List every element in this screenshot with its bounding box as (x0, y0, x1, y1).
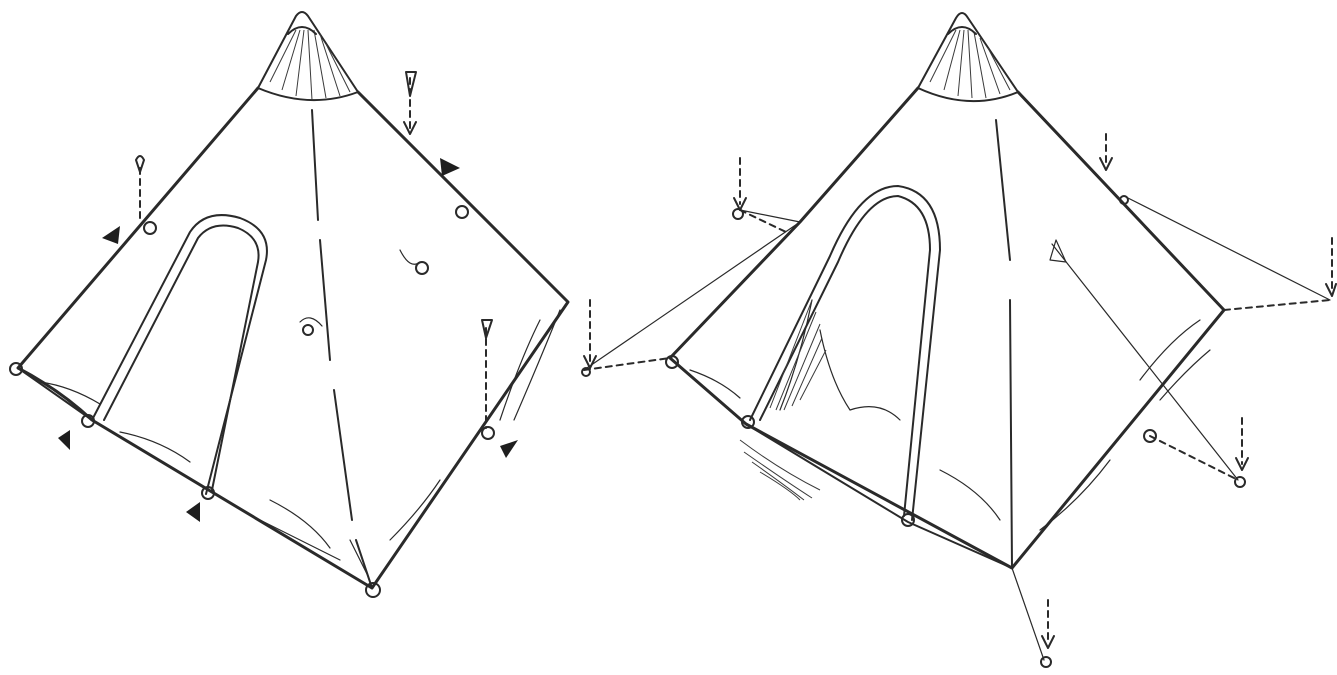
corner-loops-left (10, 206, 494, 597)
guy-lines-right (584, 196, 1330, 660)
corner-loops-right (666, 196, 1156, 526)
peg-arrows-left (58, 158, 518, 522)
roof-vent-left (258, 12, 358, 100)
door-arch-left (92, 215, 267, 494)
pegs-right (582, 134, 1336, 667)
pegs-left (136, 72, 492, 428)
roof-vent-right (918, 13, 1018, 101)
tent-right (582, 13, 1336, 667)
tent-body-right (670, 88, 1224, 568)
tent-left (10, 12, 568, 597)
